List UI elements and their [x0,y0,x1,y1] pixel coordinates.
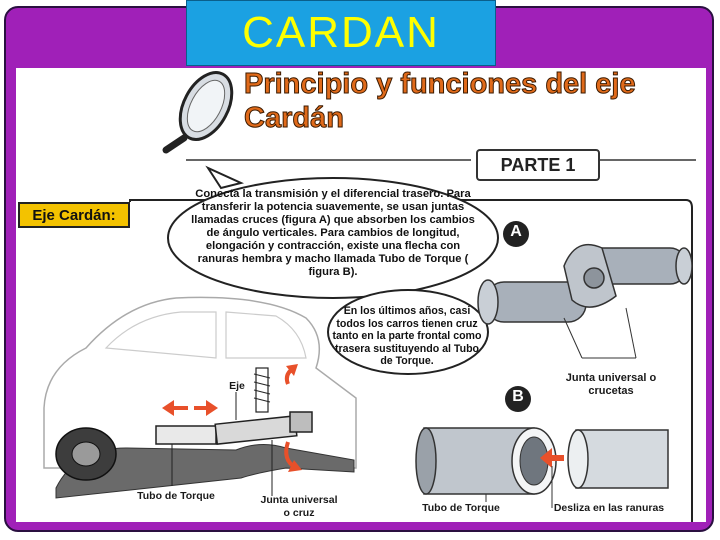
universal-joint-illustration [477,243,693,359]
figure-a-marker [503,221,529,247]
torque-tube-illustration [415,427,669,508]
main-speech-bubble [167,165,499,299]
heading-line-2: Cardán [244,102,345,135]
torque-tube-caption: Tubo de Torque [422,502,500,514]
section-badge: PARTE 1 [476,149,600,181]
slide-title: CARDAN [242,8,440,57]
figure-b-label: B [512,388,524,405]
secondary-bubble-text: En los últimos años, casi todos los carr… [332,305,482,367]
main-bubble-text: Conecta la transmisión y el diferencial … [191,188,475,278]
car-label-joint: Junta universal o cruz [260,494,338,519]
content-outline [129,199,693,522]
heading-line-1: Principio y funciones del eje [244,68,637,101]
car-diagram [43,296,357,499]
content-panel: Principio y funciones del eje Cardán PAR… [16,68,706,522]
slide-caption: Desliza en las ranuras [553,502,665,514]
car-label-eje: Eje [229,380,245,392]
diagram-illustration [43,71,696,522]
figure-b-marker [505,386,531,412]
figure-a-label: A [510,223,522,240]
secondary-speech-bubble [327,289,489,375]
slide-title-box: CARDAN [186,0,496,66]
magnifier-icon [162,71,234,154]
universal-joint-caption: Junta universal o crucetas [565,372,657,397]
car-label-tube: Tubo de Torque [137,490,215,502]
sidebar-label: Eje Cardán: [18,202,130,228]
